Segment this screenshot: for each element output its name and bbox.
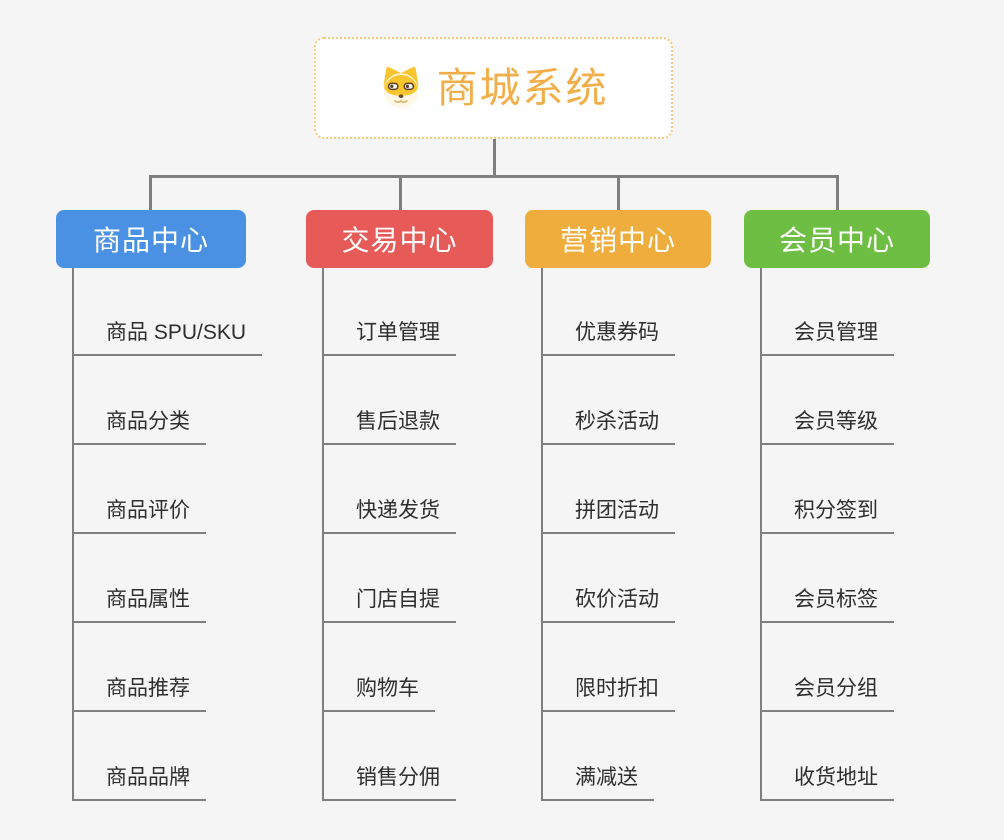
branch-connector-drop	[617, 175, 620, 213]
leaf-topic[interactable]: 优惠券码	[541, 319, 675, 356]
branch-spine	[72, 268, 74, 801]
leaf-topic[interactable]: 会员管理	[760, 319, 894, 356]
branch-spine	[322, 268, 324, 801]
leaf-topic[interactable]: 商品品牌	[72, 764, 206, 801]
branch-node-trade-center[interactable]: 交易中心	[306, 210, 493, 268]
leaf-topic[interactable]: 订单管理	[322, 319, 456, 356]
root-title: 商城系统	[436, 64, 609, 111]
leaf-topic[interactable]: 销售分佣	[322, 764, 456, 801]
branch-connector-drop	[836, 175, 839, 213]
leaf-topic[interactable]: 限时折扣	[541, 675, 675, 712]
leaf-topic[interactable]: 购物车	[322, 675, 435, 712]
leaf-topic[interactable]: 商品分类	[72, 408, 206, 445]
leaf-topic[interactable]: 砍价活动	[541, 586, 675, 623]
leaf-topic[interactable]: 商品推荐	[72, 675, 206, 712]
branch-connector-drop	[399, 175, 402, 213]
leaf-topic[interactable]: 门店自提	[322, 586, 456, 623]
leaf-topic[interactable]: 拼团活动	[541, 497, 675, 534]
leaf-topic[interactable]: 商品 SPU/SKU	[72, 319, 263, 356]
leaf-topic[interactable]: 商品属性	[72, 586, 206, 623]
leaf-topic[interactable]: 商品评价	[72, 497, 206, 534]
leaf-topic[interactable]: 收货地址	[760, 764, 894, 801]
leaf-topic[interactable]: 会员等级	[760, 408, 894, 445]
leaf-topic[interactable]: 快递发货	[322, 497, 456, 534]
branch-node-member-center[interactable]: 会员中心	[744, 210, 930, 268]
branch-spine	[760, 268, 762, 801]
leaf-topic[interactable]: 售后退款	[322, 408, 456, 445]
shiba-dog-icon	[379, 66, 423, 110]
branch-connector-drop	[149, 175, 152, 213]
leaf-topic[interactable]: 积分签到	[760, 497, 894, 534]
branch-spine	[541, 268, 543, 801]
branch-node-product-center[interactable]: 商品中心	[56, 210, 246, 268]
root-connector-stem	[493, 139, 496, 176]
branch-node-marketing-center[interactable]: 营销中心	[525, 210, 711, 268]
root-node-mall-system[interactable]: 商城系统	[314, 37, 673, 139]
leaf-topic[interactable]: 会员标签	[760, 586, 894, 623]
branch-connector-bus	[149, 175, 839, 178]
leaf-topic[interactable]: 会员分组	[760, 675, 894, 712]
leaf-topic[interactable]: 满减送	[541, 764, 654, 801]
leaf-topic[interactable]: 秒杀活动	[541, 408, 675, 445]
